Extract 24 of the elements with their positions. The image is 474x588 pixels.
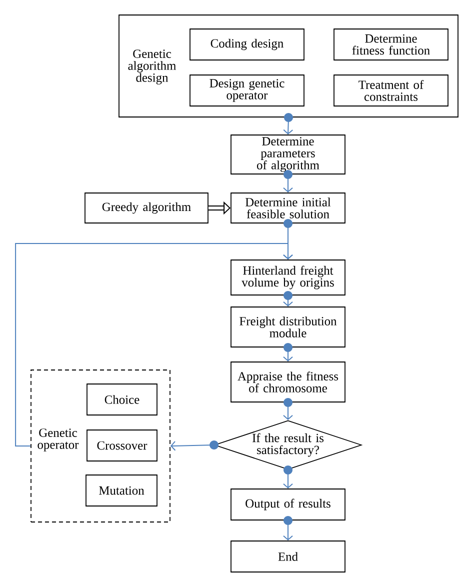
process-box: Appraise the fitness of chromosome xyxy=(230,362,346,402)
arrow xyxy=(15,243,293,446)
arrow xyxy=(283,342,293,362)
arrow xyxy=(283,516,293,541)
process-box: Output of results xyxy=(230,488,346,520)
arrow xyxy=(170,440,219,451)
arrow xyxy=(283,398,293,420)
process-box: Treatment of constraints xyxy=(334,74,448,106)
arrow xyxy=(283,465,293,489)
arrow xyxy=(283,170,293,193)
process-box: Choice xyxy=(86,384,158,416)
arrow xyxy=(283,290,293,307)
process-box: Determine fitness function xyxy=(334,28,448,60)
process-box: Determine initial feasible solution xyxy=(230,192,346,224)
process-box: Freight distribution module xyxy=(230,306,346,348)
process-box: Mutation xyxy=(86,474,158,506)
process-box: Crossover xyxy=(86,430,158,462)
arrow xyxy=(283,112,294,135)
process-box: Design genetic operator xyxy=(190,74,304,106)
process-box: Determine parameters of algorithm xyxy=(230,134,346,174)
process-box: End xyxy=(230,540,346,572)
process-box: Greedy algorithm xyxy=(84,192,208,224)
process-box: Coding design xyxy=(190,28,304,60)
process-box: Hinterland freight volume by origins xyxy=(230,260,346,296)
